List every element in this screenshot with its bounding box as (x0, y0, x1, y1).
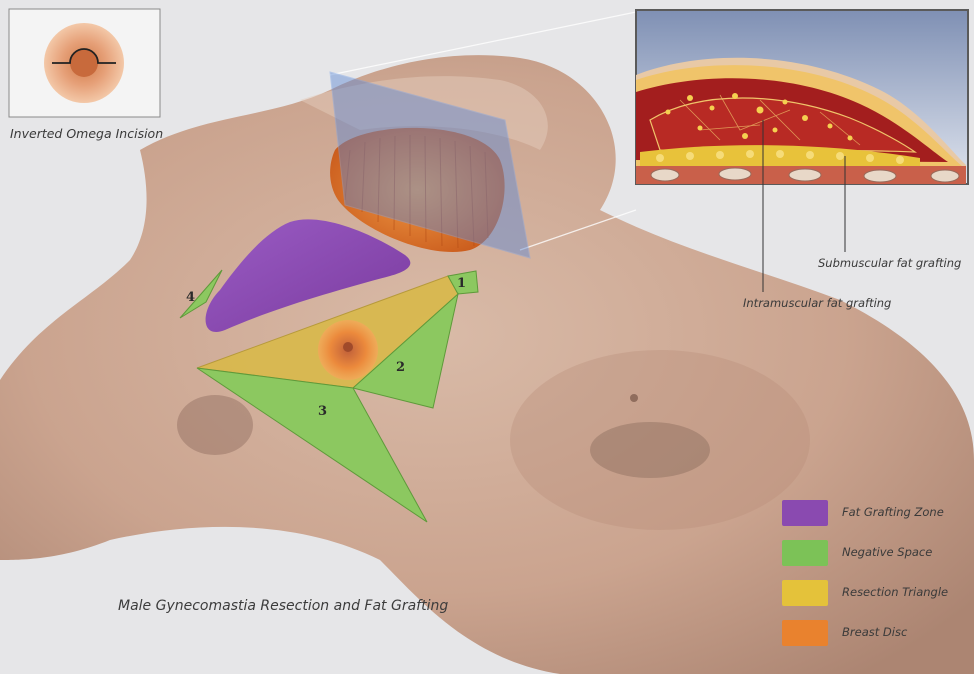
body-hair (590, 422, 710, 478)
legend-label: Breast Disc (842, 625, 908, 639)
neck-shading (300, 76, 548, 150)
legend-swatch (782, 540, 828, 566)
callout-intramuscular: Intramuscular fat grafting (743, 296, 892, 310)
nipple (343, 342, 353, 352)
inset-caption: Inverted Omega Incision (10, 126, 164, 141)
fat-grafting-zone-shape (205, 219, 411, 332)
negative-space-3 (196, 367, 428, 523)
zone-number-1: 1 (457, 276, 467, 291)
breast-disc-shape (330, 127, 505, 252)
legend-swatch (782, 620, 828, 646)
legend-item-negative-space: Negative Space (782, 540, 967, 580)
legend-label: Negative Space (842, 545, 933, 559)
legend-item-resection-triangle: Resection Triangle (782, 580, 967, 620)
abdomen-shading (510, 350, 810, 530)
legend-label: Resection Triangle (842, 585, 949, 599)
zone-number-4: 4 (186, 290, 196, 305)
navel (630, 394, 638, 402)
legend-item-breast-disc: Breast Disc (782, 620, 967, 660)
incision-inset (8, 8, 161, 118)
cross-section-inset (635, 9, 969, 292)
negative-space-2 (351, 292, 459, 409)
negative-space-1 (447, 270, 479, 295)
section-plane (329, 71, 531, 259)
legend-item-fat-grafting-zone: Fat Grafting Zone (782, 500, 967, 540)
legend-swatch (782, 500, 828, 526)
legend-swatch (782, 580, 828, 606)
diagram-title: Male Gynecomastia Resection and Fat Graf… (118, 598, 449, 614)
armpit-hair (177, 395, 253, 455)
zone-number-2: 2 (396, 360, 406, 375)
legend-label: Fat Grafting Zone (842, 505, 944, 519)
callout-submuscular: Submuscular fat grafting (818, 256, 962, 270)
torso (0, 55, 974, 674)
zone-number-3: 3 (318, 404, 328, 419)
negative-space-4 (179, 269, 223, 319)
legend: Fat Grafting Zone Negative Space Resecti… (782, 500, 967, 660)
